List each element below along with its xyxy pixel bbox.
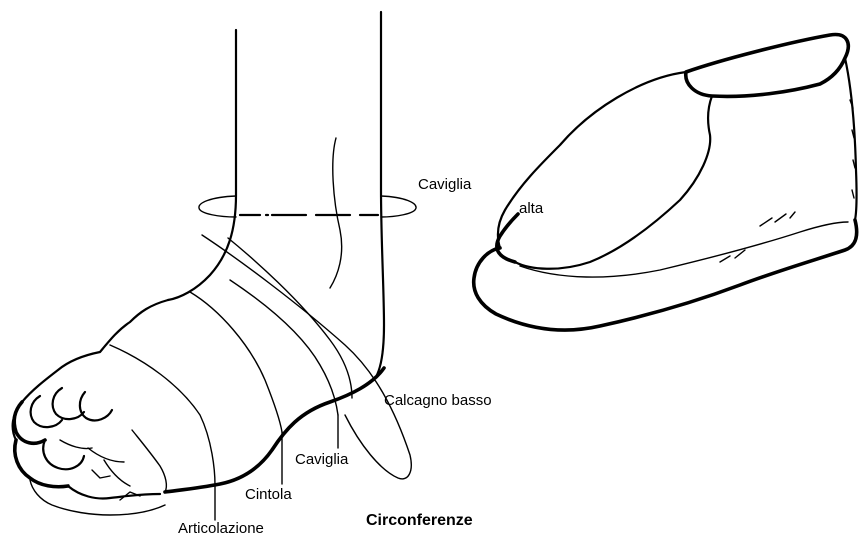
diagram-title: Circonferenze (366, 512, 473, 529)
shoe-last-illustration (474, 35, 857, 330)
label-caviglia-lower: Caviglia (295, 451, 349, 468)
label-calcagno-basso: Calcagno basso (384, 392, 492, 409)
last-sole-rim (520, 222, 848, 277)
label-caviglia-top: Caviglia (418, 176, 472, 193)
leg-left-outline (168, 30, 236, 300)
foot-illustration (13, 12, 416, 520)
last-texture-marks (720, 100, 855, 262)
label-articolazione: Articolazione (178, 520, 264, 537)
band-cintola (190, 292, 282, 432)
last-upper-outline (498, 72, 686, 248)
band-articolazione (110, 345, 215, 485)
last-back-outline (845, 58, 857, 220)
toes (14, 388, 166, 515)
heel-diagonal-line (202, 235, 411, 479)
last-top-opening (686, 35, 848, 97)
ankle-ellipse (199, 196, 416, 217)
ankle-bone-line (330, 138, 342, 288)
last-inner-shoulder (515, 96, 712, 269)
label-cintola: Cintola (245, 486, 292, 503)
label-alta: alta (519, 200, 544, 217)
heel-inner-line (228, 238, 352, 398)
last-bottom-outline (474, 220, 857, 330)
